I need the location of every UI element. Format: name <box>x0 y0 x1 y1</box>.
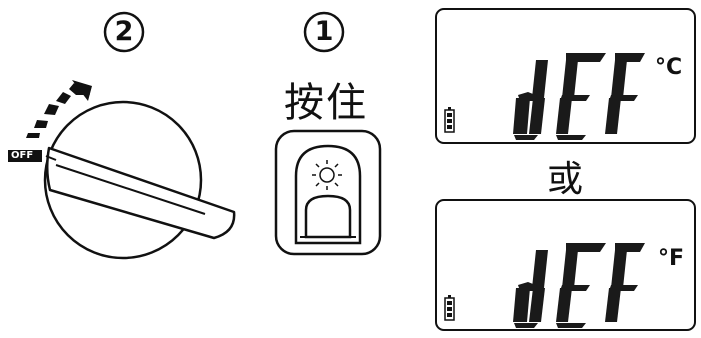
lcd-display-celsius <box>435 8 696 144</box>
segment-digits <box>513 243 645 328</box>
hold-instruction: 按住 <box>284 80 368 126</box>
step-1-circle <box>303 11 345 53</box>
step-2-circle <box>103 11 145 53</box>
step-2-number: 2 <box>114 16 134 47</box>
off-label: OFF <box>11 150 34 161</box>
battery-icon <box>444 295 455 321</box>
lcd-display-fahrenheit <box>435 199 696 331</box>
battery-icon <box>444 107 455 133</box>
finger-shape <box>304 194 352 239</box>
fahrenheit-unit: °F <box>658 246 685 271</box>
sun-icon <box>312 160 342 190</box>
segment-digits <box>513 53 645 140</box>
celsius-unit: °C <box>655 55 683 80</box>
push-button-icon[interactable] <box>274 129 382 256</box>
rotation-arrow-icon <box>26 80 92 138</box>
knob-grip-edge <box>55 164 206 215</box>
rotary-knob[interactable] <box>43 100 236 260</box>
step-1-number: 1 <box>314 16 334 47</box>
or-separator: 或 <box>547 159 584 200</box>
off-badge <box>8 150 42 162</box>
